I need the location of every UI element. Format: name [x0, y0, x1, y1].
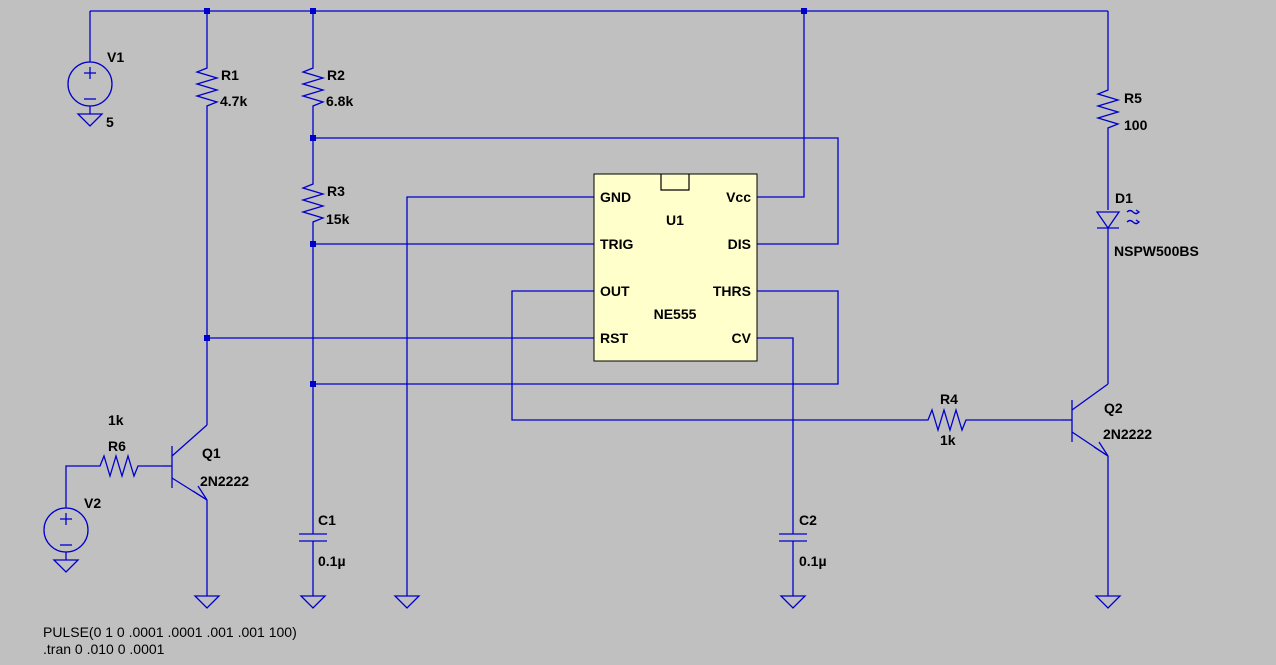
junctions: [204, 8, 807, 387]
r2-name-label: R2: [327, 67, 345, 83]
junction: [310, 8, 316, 14]
r5-name-label: R5: [1124, 90, 1142, 106]
d1-name-label: D1: [1115, 190, 1133, 206]
q2-collector: [1071, 383, 1109, 411]
component-labels: V1 5 V2 R1 4.7k R2 6.8k R3 15k R5 100 R4…: [84, 49, 1199, 569]
q2-value-label: 2N2222: [1103, 426, 1152, 442]
wire-dis: [313, 137, 839, 245]
pin-rst-label: RST: [600, 330, 628, 346]
led-emission-icon: [1126, 219, 1141, 225]
u1-name-label: U1: [666, 212, 684, 228]
ground-icon: [393, 595, 421, 609]
wire-thrs: [313, 290, 839, 385]
pulse-directive[interactable]: PULSE(0 1 0 .0001 .0001 .001 .001 100): [43, 624, 297, 640]
junction: [801, 8, 807, 14]
wire-cv: [757, 337, 794, 534]
wire-out: [511, 290, 922, 421]
v1-name-label: V1: [107, 49, 124, 65]
u1-notch: [660, 174, 690, 191]
pin-thrs-label: THRS: [713, 283, 751, 299]
r1-value-label: 4.7k: [220, 93, 247, 109]
junction: [204, 8, 210, 14]
tran-directive[interactable]: .tran 0 .010 0 .0001: [43, 641, 165, 657]
pin-out-label: OUT: [600, 283, 630, 299]
junction: [310, 135, 316, 141]
q2-emitter-arrow: [1093, 441, 1109, 457]
r4-name-label: R4: [940, 391, 958, 407]
q2-name-label: Q2: [1104, 400, 1123, 416]
resistor-r4[interactable]: [922, 407, 972, 433]
capacitor-c1[interactable]: [299, 533, 327, 542]
u1-body: [593, 173, 758, 362]
d1-value-label: NSPW500BS: [1114, 243, 1199, 259]
q1-collector: [171, 424, 208, 457]
voltage-source-v1[interactable]: [67, 61, 113, 127]
u1-value-label: NE555: [654, 306, 697, 322]
resistor-r2[interactable]: [300, 62, 326, 112]
led-d1[interactable]: [1095, 209, 1141, 230]
pin-cv-label: CV: [732, 330, 752, 346]
q1-value-label: 2N2222: [200, 473, 249, 489]
ic-u1-ne555[interactable]: GND TRIG OUT RST Vcc DIS THRS CV U1 NE55…: [593, 173, 758, 362]
resistor-r6[interactable]: [94, 453, 142, 479]
r4-value-label: 1k: [940, 432, 956, 448]
c1-name-label: C1: [318, 512, 336, 528]
resistor-r1[interactable]: [194, 62, 220, 112]
transistor-q1[interactable]: [162, 424, 208, 501]
r1-name-label: R1: [221, 67, 239, 83]
pin-dis-label: DIS: [728, 236, 751, 252]
led-emission-icon: [1126, 209, 1141, 215]
wire-v2-r6: [65, 465, 94, 508]
c1-value-label: 0.1µ: [318, 553, 346, 569]
v2-name-label: V2: [84, 495, 101, 511]
c2-name-label: C2: [799, 512, 817, 528]
transistor-q2[interactable]: [1062, 383, 1109, 457]
r3-value-label: 15k: [326, 211, 350, 227]
r3-name-label: R3: [327, 183, 345, 199]
wire-gnd: [406, 196, 594, 596]
wires: [65, 10, 1109, 596]
ground-icon: [1094, 595, 1122, 609]
ground-icon: [193, 595, 221, 609]
capacitor-c2[interactable]: [779, 533, 807, 542]
ground-icon: [299, 595, 327, 609]
pin-vcc-label: Vcc: [726, 189, 751, 205]
junction: [310, 381, 316, 387]
wire-vcc: [757, 11, 805, 198]
r2-value-label: 6.8k: [326, 93, 353, 109]
d1-triangle: [1095, 211, 1121, 230]
q1-name-label: Q1: [202, 445, 221, 461]
voltage-source-v2[interactable]: [43, 507, 89, 573]
r6-name-label: R6: [108, 438, 126, 454]
pin-gnd-label: GND: [600, 189, 631, 205]
junction: [310, 241, 316, 247]
ground-icon: [52, 559, 80, 573]
resistor-r5[interactable]: [1095, 84, 1121, 134]
c2-value-label: 0.1µ: [799, 553, 827, 569]
v1-value-label: 5: [106, 114, 114, 130]
junction: [204, 335, 210, 341]
pin-trig-label: TRIG: [600, 236, 634, 252]
resistor-r3[interactable]: [300, 178, 326, 228]
q1-emitter-arrow: [192, 485, 208, 501]
r6-value-label: 1k: [108, 412, 124, 428]
ground-icon: [779, 595, 807, 609]
r5-value-label: 100: [1124, 117, 1148, 133]
ground-icon: [76, 113, 104, 127]
